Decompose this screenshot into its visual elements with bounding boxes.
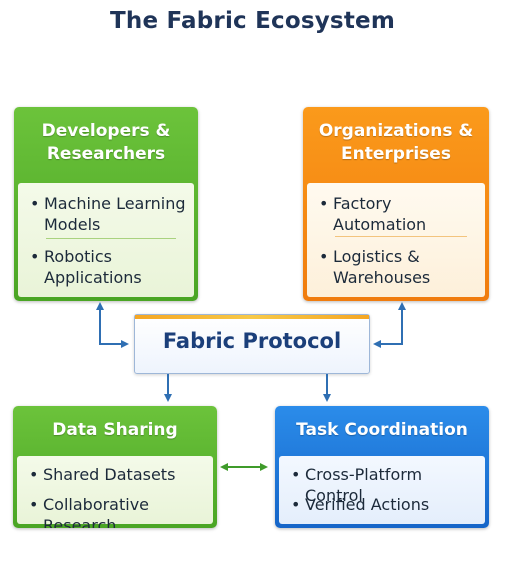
- bullet-icon: •: [291, 465, 301, 484]
- data-sharing-body: • Shared Datasets • Collaborative Resear…: [17, 456, 213, 528]
- fabric-protocol-label: Fabric Protocol: [162, 329, 342, 353]
- task-coordination-body: • Cross-Platform Control • Verified Acti…: [279, 456, 485, 524]
- data-sharing-header: Data Sharing: [13, 406, 217, 454]
- list-item: • Collaborative Research: [27, 494, 205, 528]
- list-item: • Factory Automation: [317, 193, 477, 235]
- protocol-accent-stripe: [135, 315, 369, 319]
- data-sharing-box: Data Sharing • Shared Datasets • Collabo…: [13, 406, 217, 528]
- bullet-icon: •: [29, 465, 39, 484]
- developers-title-line2: Researchers: [46, 144, 166, 164]
- item-text: Collaborative Research: [43, 495, 150, 528]
- item-text: Robotics: [44, 247, 112, 266]
- organizations-enterprises-header: Organizations & Enterprises: [303, 107, 489, 179]
- list-item: • Logistics & Warehouses: [317, 246, 477, 288]
- bullet-icon: •: [29, 495, 39, 514]
- list-item: • Cross-Platform Control: [289, 464, 477, 506]
- organizations-protocol-arrow: [373, 302, 406, 348]
- organizations-title-line1: Organizations &: [318, 121, 474, 141]
- organizations-enterprises-body: • Factory Automation • Logistics & Wareh…: [307, 183, 485, 297]
- task-coordination-header: Task Coordination: [275, 406, 489, 454]
- item-text: Models: [44, 215, 101, 234]
- task-coordination-title: Task Coordination: [296, 420, 468, 440]
- item-text: Shared Datasets: [43, 465, 176, 484]
- list-item: • Verified Actions: [289, 494, 477, 515]
- list-item: • Shared Datasets: [27, 464, 205, 485]
- list-item: • Robotics Applications: [28, 246, 186, 288]
- item-text: Warehouses: [333, 268, 431, 287]
- bullet-icon: •: [319, 194, 329, 213]
- developers-title-line1: Developers &: [41, 121, 171, 141]
- organizations-title-line2: Enterprises: [341, 144, 451, 164]
- page-title: The Fabric Ecosystem: [110, 8, 395, 34]
- item-text: Verified Actions: [305, 495, 430, 514]
- list-item: • Machine Learning Models: [28, 193, 186, 235]
- bullet-icon: •: [291, 495, 301, 514]
- developers-researchers-header: Developers & Researchers: [14, 107, 198, 179]
- item-text: Logistics &: [333, 247, 420, 266]
- fabric-protocol-box: Fabric Protocol: [134, 314, 370, 374]
- developers-researchers-body: • Machine Learning Models • Robotics App…: [18, 183, 194, 297]
- bullet-icon: •: [30, 247, 40, 266]
- item-text: Applications: [44, 268, 142, 287]
- developers-protocol-arrow: [96, 302, 129, 348]
- divider: [335, 236, 467, 237]
- bullet-icon: •: [319, 247, 329, 266]
- item-text: Factory Automation: [333, 194, 427, 234]
- bullet-icon: •: [30, 194, 40, 213]
- item-text: Machine Learning: [44, 194, 186, 213]
- item-text: Cross-Platform Control: [305, 465, 423, 505]
- developers-researchers-box: Developers & Researchers • Machine Learn…: [14, 107, 198, 301]
- data-sharing-title: Data Sharing: [52, 420, 178, 440]
- task-coordination-box: Task Coordination • Cross-Platform Contr…: [275, 406, 489, 528]
- divider: [46, 238, 176, 239]
- organizations-enterprises-box: Organizations & Enterprises • Factory Au…: [303, 107, 489, 301]
